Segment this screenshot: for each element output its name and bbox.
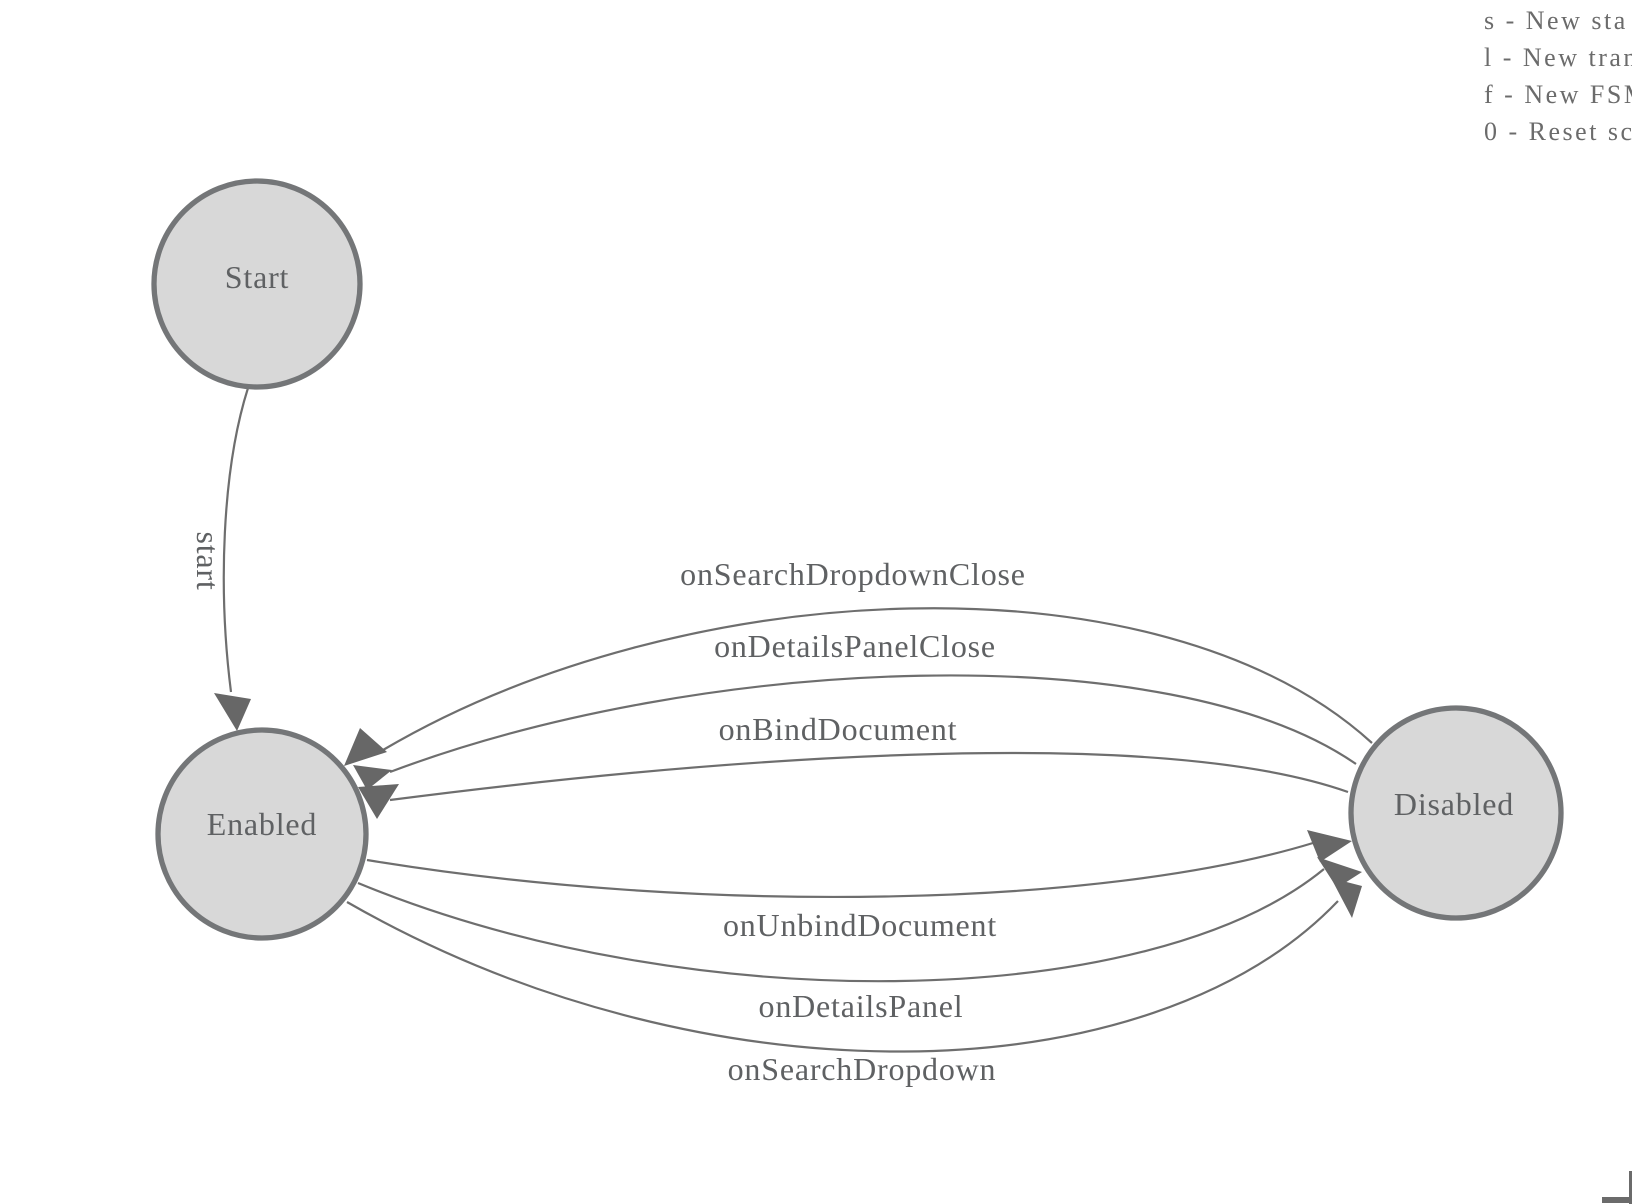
state-label-enabled: Enabled — [207, 806, 317, 842]
clipped-corner-shape-vertical — [1629, 1171, 1632, 1204]
legend-line-new-state: s - New sta — [1484, 6, 1628, 35]
arrowhead-start-edge — [214, 693, 251, 731]
edge-label-onsearchdropdownclose: onSearchDropdownClose — [680, 556, 1026, 592]
state-node-disabled[interactable] — [1348, 705, 1564, 921]
legend-line-new-fsm: f - New FSM — [1484, 80, 1632, 109]
edge-label-ondetailspanel: onDetailsPanel — [759, 988, 964, 1024]
edge-label-start: start — [190, 531, 226, 590]
state-node-enabled[interactable] — [155, 727, 369, 941]
edge-onsearchdropdown[interactable] — [346, 900, 1339, 1053]
state-label-start: Start — [225, 259, 289, 295]
arrowhead-onsearchdropdown — [1331, 878, 1362, 918]
edge-onunbinddocument[interactable] — [366, 841, 1314, 899]
arrowhead-onunbinddocument — [1307, 830, 1352, 862]
edge-label-onunbinddocument: onUnbindDocument — [723, 907, 997, 943]
arrowhead-ondetailspanelclose — [353, 765, 392, 790]
edge-ondetailspanel[interactable] — [357, 868, 1325, 983]
arrowhead-onsearchdropdownclose — [344, 728, 387, 766]
edge-label-onbinddocument: onBindDocument — [719, 711, 958, 747]
shortcut-legend: s - New sta l - New tran f - New FSM 0 -… — [1484, 2, 1632, 150]
edge-label-ondetailspanelclose: onDetailsPanelClose — [714, 628, 996, 664]
edge-label-onsearchdropdown: onSearchDropdown — [728, 1051, 997, 1087]
arrowhead-ondetailspanel — [1317, 857, 1362, 888]
edge-ondetailspanelclose[interactable] — [389, 674, 1357, 774]
state-label-disabled: Disabled — [1394, 786, 1514, 822]
legend-line-reset: 0 - Reset sc — [1484, 117, 1632, 146]
arrowhead-onbinddocument — [358, 784, 399, 819]
clipped-corner-shape-horizontal — [1602, 1197, 1632, 1203]
state-node-start[interactable] — [151, 178, 363, 390]
edge-onsearchdropdownclose[interactable] — [382, 607, 1373, 751]
edge-start-to-enabled[interactable] — [222, 387, 250, 693]
edge-onbinddocument[interactable] — [389, 751, 1349, 802]
legend-line-new-transition: l - New tran — [1484, 43, 1632, 72]
